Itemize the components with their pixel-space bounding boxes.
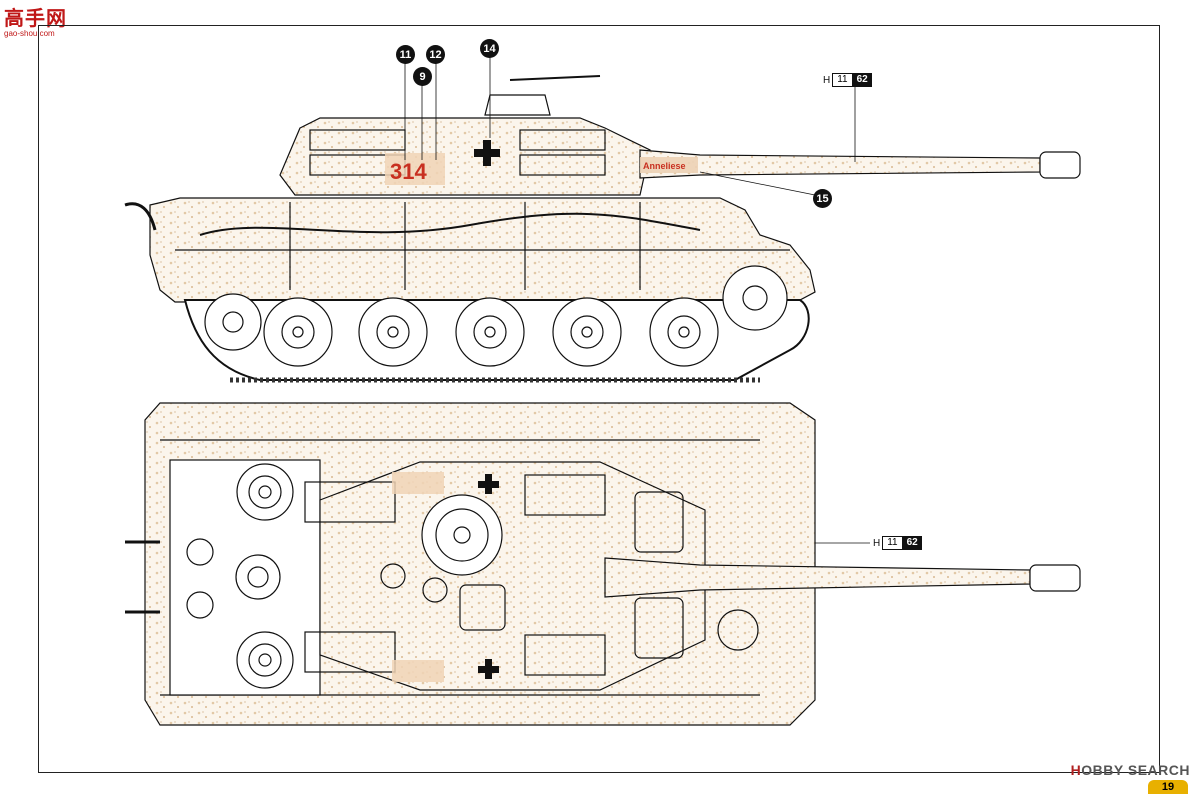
- color-code-dark: 62: [902, 536, 922, 550]
- side-cross-marking: [474, 140, 500, 166]
- callout-14: 14: [480, 39, 499, 58]
- color-code-prefix: H: [823, 74, 831, 86]
- barrel-name-text: Anneliese: [643, 161, 686, 171]
- side-number-patch: [385, 153, 445, 185]
- side-turret: [279, 117, 651, 196]
- callout-12: 12: [426, 45, 445, 64]
- commander-cupola: [421, 494, 503, 576]
- color-code-number: 11: [832, 73, 853, 87]
- brand-part-c: SEARCH: [1127, 762, 1190, 778]
- top-fan-lower: [236, 631, 294, 689]
- top-turret: [319, 461, 706, 691]
- idler-wheel: [204, 293, 262, 351]
- callout-9: 9: [413, 67, 432, 86]
- color-code-side: H 11 62: [823, 73, 872, 87]
- color-code-prefix: H: [873, 537, 881, 549]
- drawing-frame: [38, 25, 1160, 773]
- gao-shou-logo: 高手网 gao-shou.com: [4, 2, 70, 40]
- side-view: [124, 75, 1081, 383]
- callout-15: 15: [813, 189, 832, 208]
- top-view: [125, 402, 1081, 726]
- side-muzzle-brake: [1039, 151, 1081, 179]
- side-gun-barrel: [639, 149, 1041, 179]
- logo-text: 高手网: [4, 6, 67, 30]
- color-code-top: H 11 62: [873, 536, 922, 550]
- callout-11: 11: [396, 45, 415, 64]
- brand-part-b: OBBY: [1081, 762, 1124, 778]
- brand-part-a: H: [1070, 762, 1082, 778]
- exhaust-pipe: [124, 202, 157, 231]
- top-muzzle-brake: [1029, 564, 1081, 592]
- top-cross-marking-upper: [478, 474, 499, 494]
- side-turret-number: 314: [390, 159, 427, 184]
- logo-subtext: gao-shou.com: [4, 29, 55, 38]
- top-cross-marking-lower: [478, 659, 499, 679]
- top-gun-barrel: [604, 557, 1031, 598]
- road-wheels: [263, 297, 719, 367]
- color-code-number: 11: [882, 536, 903, 550]
- page-number: 19: [1148, 780, 1188, 794]
- barrel-name-patch: [640, 157, 698, 173]
- hobby-search-watermark: HOBBY SEARCH: [1071, 762, 1190, 778]
- top-fan-upper: [236, 463, 294, 521]
- drive-sprocket: [722, 265, 788, 331]
- color-code-dark: 62: [852, 73, 872, 87]
